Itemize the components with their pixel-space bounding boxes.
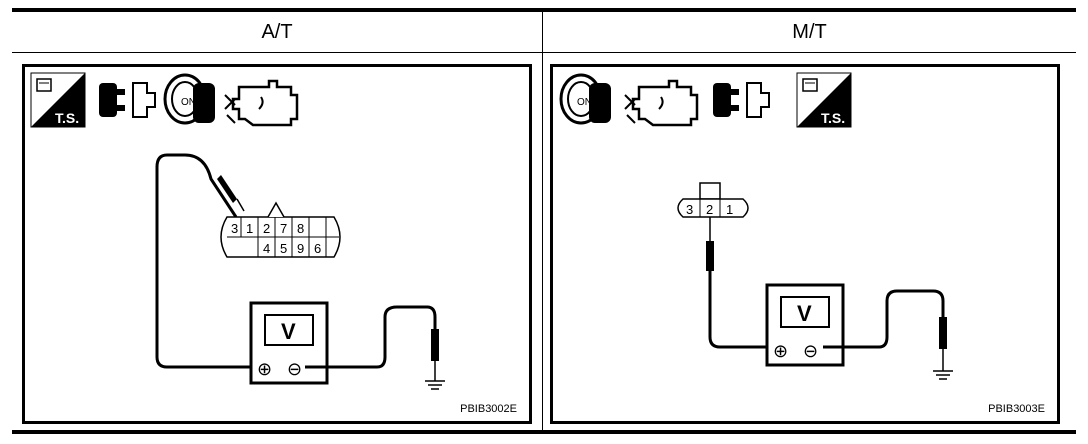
negative-terminal-icon: ⊖ [287, 359, 302, 379]
voltmeter-label: V [797, 301, 812, 326]
mt-diagram: ON T.S. 3 2 1 [559, 72, 953, 380]
mt-diagram-panel: ON T.S. 3 2 1 [550, 64, 1060, 424]
ground-icon [933, 370, 953, 380]
pin-label: 3 [231, 221, 238, 236]
mt-connector: 3 2 1 [677, 182, 749, 218]
positive-terminal-icon: ⊕ [773, 341, 788, 361]
ts-icon-label: T.S. [821, 110, 845, 126]
probe-wire-negative [823, 289, 945, 349]
connector-disconnect-icon [99, 82, 156, 118]
ground-icon [425, 380, 445, 390]
probe-wire-positive [155, 153, 263, 369]
probe-wire-positive [708, 271, 775, 349]
connector-disconnect-icon [713, 82, 770, 118]
pin-label: 2 [706, 202, 713, 217]
header-at: A/T [261, 21, 293, 43]
figure-code: PBIB3002E [460, 403, 517, 415]
probe-tip-positive [217, 175, 237, 203]
voltmeter: V ⊕ ⊖ [765, 283, 845, 367]
engine-icon [624, 79, 699, 127]
probe-tip-positive [706, 241, 714, 271]
at-diagram: T.S. ON [30, 72, 445, 390]
ignition-on-icon: ON [163, 73, 215, 125]
at-connector: 3 1 2 7 8 4 5 9 6 [220, 201, 341, 258]
pin-label: 5 [280, 241, 287, 256]
pin-label: 7 [280, 221, 287, 236]
pin-label: 1 [246, 221, 253, 236]
engine-icon [224, 79, 299, 127]
column-divider [542, 12, 543, 430]
positive-terminal-icon: ⊕ [257, 359, 272, 379]
probe-tip-negative [431, 329, 439, 361]
pin-label: 3 [686, 202, 693, 217]
pin-label: 8 [297, 221, 304, 236]
ts-icon-label: T.S. [55, 110, 79, 126]
pin-label: 9 [297, 241, 304, 256]
pin-label: 1 [726, 202, 733, 217]
pin-label: 2 [263, 221, 270, 236]
ts-icon: T.S. [796, 72, 852, 128]
ignition-on-icon: ON [559, 73, 611, 125]
ignition-on-label: ON [577, 97, 592, 108]
figure-code: PBIB3003E [988, 403, 1045, 415]
voltmeter-label: V [281, 319, 296, 344]
probe-wire-negative [305, 305, 437, 369]
pin-label: 4 [263, 241, 270, 256]
negative-terminal-icon: ⊖ [803, 341, 818, 361]
voltmeter: V ⊕ ⊖ [249, 301, 329, 385]
bottom-rule [12, 430, 1076, 434]
ts-icon: T.S. [30, 72, 86, 128]
header-mt: M/T [792, 21, 827, 43]
pin-label: 6 [314, 241, 321, 256]
at-diagram-panel: T.S. ON [22, 64, 532, 424]
top-rule [12, 8, 1076, 12]
probe-tip-negative [939, 317, 947, 349]
ignition-on-label: ON [181, 97, 196, 108]
header-rule [12, 52, 1076, 53]
